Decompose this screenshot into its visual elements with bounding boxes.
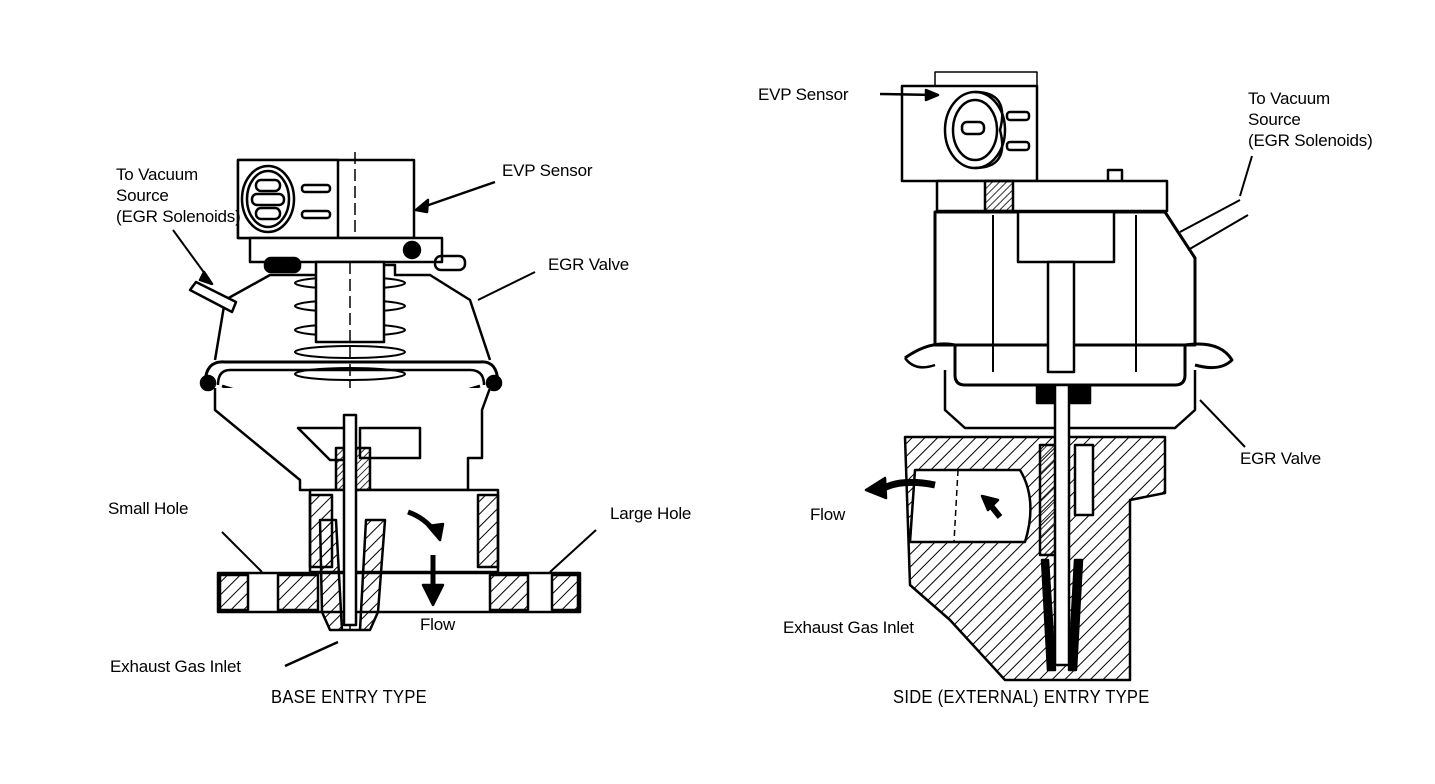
evp-sensor-right (900, 71, 1039, 183)
base-entry-valve (172, 152, 597, 668)
side-entry-valve (864, 71, 1253, 682)
caption-side-entry: SIDE (EXTERNAL) ENTRY TYPE (893, 687, 1150, 707)
label-vacuum-source-left: To Vacuum Source (EGR Solenoids) (116, 165, 241, 226)
label-egr-valve-right: EGR Valve (1240, 449, 1322, 468)
label-small-hole: Small Hole (108, 499, 189, 518)
label-egr-valve-left: EGR Valve (548, 255, 630, 274)
evp-sensor-left (236, 152, 416, 240)
label-exhaust-inlet-left: Exhaust Gas Inlet (110, 657, 241, 676)
label-exhaust-inlet-right: Exhaust Gas Inlet (783, 618, 914, 637)
label-vacuum-source-right: To Vacuum Source (EGR Solenoids) (1248, 89, 1373, 150)
caption-base-entry: BASE ENTRY TYPE (271, 687, 428, 707)
label-large-hole: Large Hole (610, 504, 692, 523)
label-evp-sensor-left: EVP Sensor (502, 161, 593, 180)
label-flow-left: Flow (420, 615, 456, 634)
label-flow-right: Flow (810, 505, 846, 524)
label-evp-sensor-right: EVP Sensor (758, 85, 849, 104)
